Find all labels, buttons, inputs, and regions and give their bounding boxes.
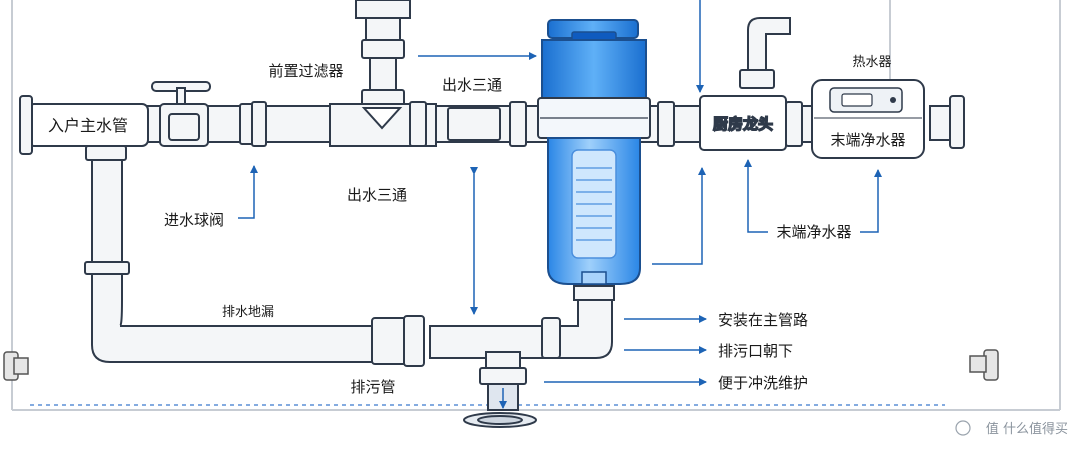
drain-pipe-label: 排污管 xyxy=(350,378,395,396)
outlet-tee-top-label: 出水三通 xyxy=(442,76,502,94)
annotation-arrows xyxy=(238,0,882,386)
end-purifier-arrow-right xyxy=(860,169,882,233)
inlet-ball-valve-label: 进水球阀 xyxy=(164,211,224,229)
filter-right-arrow xyxy=(652,167,706,265)
water-heater-purifier: 热水器 末端净水器 xyxy=(811,55,965,159)
note-easy-flush: 便于冲洗维护 xyxy=(718,374,808,392)
left-hinge-icon xyxy=(3,351,29,381)
watermark: 值 什么值得买 xyxy=(955,420,1068,437)
note-main-line: 安装在主管路 xyxy=(718,311,808,329)
cabinet-frame xyxy=(11,0,1061,411)
watermark-text: 值 什么值得买 xyxy=(986,421,1068,437)
pre-filter-tee xyxy=(329,0,437,147)
outlet-tee xyxy=(447,101,527,147)
blue-filter-unit xyxy=(537,19,675,301)
floor-drain-label: 排水地漏 xyxy=(222,304,274,320)
outlet-tee-mid-label: 出水三通 xyxy=(347,186,407,204)
ball-valve-icon xyxy=(151,81,267,147)
end-purifier-callout-label: 末端净水器 xyxy=(776,223,851,241)
kitchen-faucet-label: 厨房龙头 xyxy=(713,115,773,133)
end-purifier-box-label: 末端净水器 xyxy=(830,131,905,149)
right-hinge-icon xyxy=(969,349,999,381)
water-heater-label: 热水器 xyxy=(852,55,891,70)
note-drain-down: 排污口朝下 xyxy=(718,342,793,360)
inlet-main-label: 入户主水管 xyxy=(48,116,128,135)
end-purifier-arrow-left xyxy=(744,159,768,233)
kitchen-faucet: 厨房龙头 xyxy=(699,17,803,151)
filter-drain-pipe xyxy=(371,299,613,428)
drain-riser-pipe xyxy=(84,157,381,363)
inlet-main-box: 入户主水管 xyxy=(19,95,149,161)
inlet-valve-arrow xyxy=(238,165,258,219)
pre-filter-label: 前置过滤器 xyxy=(268,62,343,80)
